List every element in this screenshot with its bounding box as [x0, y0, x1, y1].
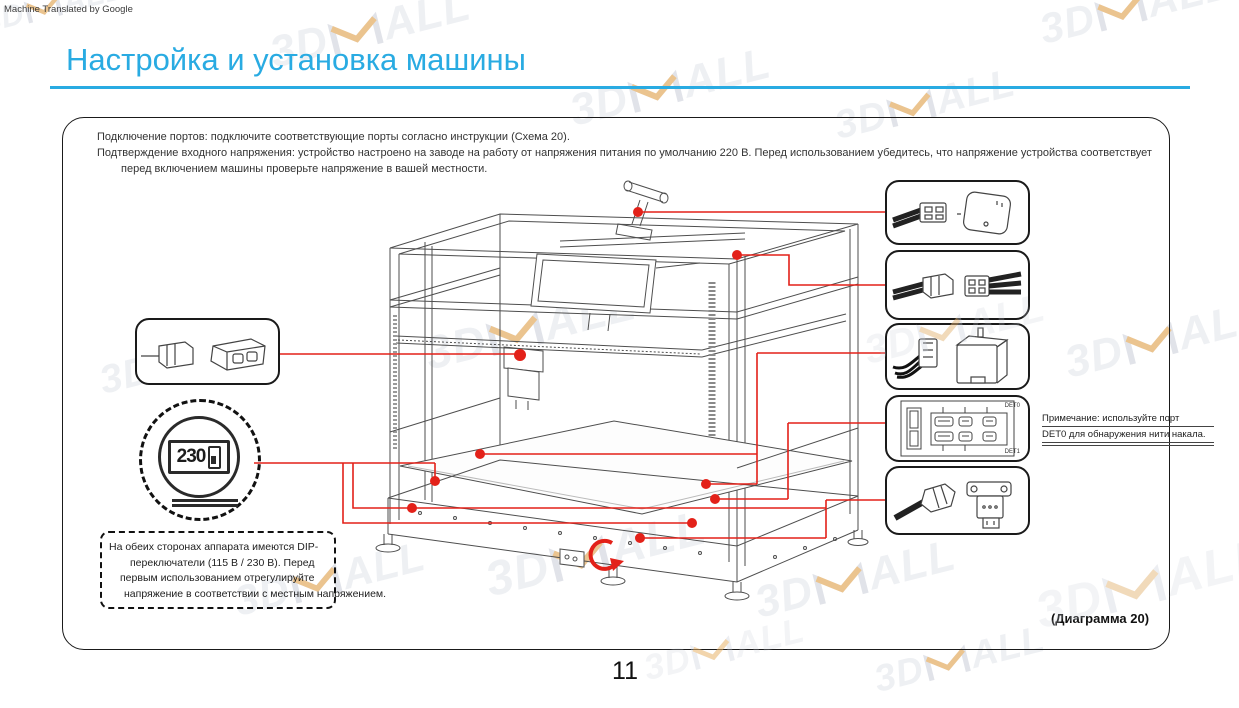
page-number: 11: [612, 657, 638, 685]
callout-filament-sensor: [885, 180, 1030, 245]
page-title: Настройка и установка машины: [66, 42, 526, 77]
cable-and-sensor-module-icon: [892, 191, 1011, 235]
title-underline: [50, 86, 1190, 89]
port-label-det1: DET1: [1004, 449, 1020, 455]
voltage-slider-icon: [208, 445, 222, 469]
voltage-switch-dashed-circle: [139, 399, 261, 521]
voltage-switch-circle: 230: [158, 416, 240, 498]
instruction-line-3: перед включением машины проверьте напряж…: [121, 163, 488, 175]
callout-port-panel: DET0 DET1: [885, 395, 1030, 462]
dip-note-line-3: первым использованием отрегулируйте: [120, 572, 315, 584]
callout-power-connectors: [135, 318, 280, 385]
voltage-value: 230: [176, 446, 207, 467]
instruction-line-1: Подключение портов: подключите соответст…: [97, 131, 570, 143]
rotate-arrow-icon: [588, 538, 624, 571]
power-plug-and-socket-icon: [141, 338, 266, 371]
voltage-underline: [172, 499, 238, 502]
port-label-det0: DET0: [1004, 403, 1020, 409]
connector-and-bracket-icon: [893, 481, 1012, 529]
det-note-rule: [1042, 445, 1214, 446]
callout-dots: [407, 207, 742, 543]
callout-cable-connectors: [885, 250, 1030, 320]
det0-port-note: Примечание: используйте порт DET0 для об…: [1042, 413, 1214, 446]
dip-note-line-2: переключатели (115 В / 230 В). Перед: [130, 556, 315, 569]
voltage-switch: 230: [168, 440, 230, 474]
instruction-line-2: Подтверждение входного напряжения: устро…: [97, 147, 1152, 159]
dip-note-line-4: напряжение в соответствии с местным напр…: [124, 587, 387, 600]
det-note-line-2: DET0 для обнаружения нити накала.: [1042, 429, 1214, 443]
callout-stepper-motor: [885, 323, 1030, 390]
instruction-text: Подключение портов: подключите соответст…: [97, 129, 1152, 177]
callout-bracket-sensor: [885, 466, 1030, 535]
dip-note-line-1: На обеих сторонах аппарата имеются DIP-: [109, 541, 319, 553]
diagram-frame: [62, 117, 1170, 650]
det-note-line-1: Примечание: используйте порт: [1042, 413, 1214, 427]
cable-to-cable-connectors-icon: [892, 271, 1022, 301]
port-panel-icon: [900, 400, 1015, 457]
voltage-underline: [172, 504, 238, 507]
diagram-number-label: (Диаграмма 20): [1050, 611, 1150, 626]
machine-translated-label: Machine Translated by Google: [4, 4, 133, 15]
callout-lines: [254, 211, 885, 539]
connector-and-stepper-motor-icon: [892, 327, 1009, 384]
dip-switch-note: На обеих сторонах аппарата имеются DIP- …: [100, 531, 387, 609]
